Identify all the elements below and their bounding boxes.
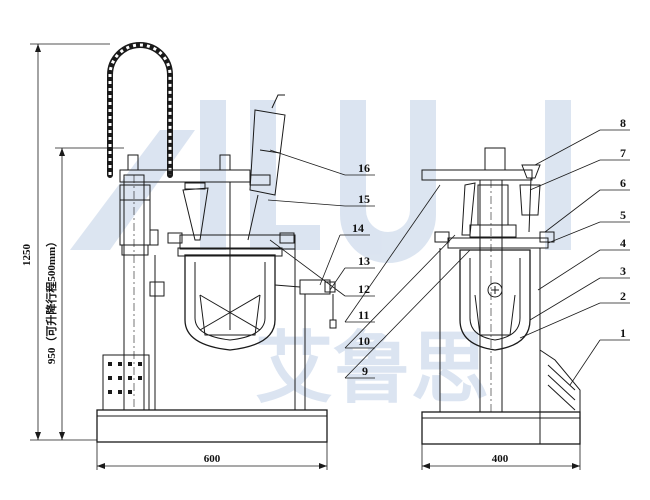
watermark <box>70 100 571 263</box>
cable-chain <box>107 42 173 178</box>
dimension-lines <box>30 43 581 470</box>
callout-16: 16 <box>358 161 370 175</box>
homogenizer-head <box>247 94 286 241</box>
callout-6: 6 <box>620 176 626 190</box>
callouts-left: 16 15 14 13 12 11 10 9 <box>352 161 370 378</box>
dim-lift-height: 950（可升降行程500mm） <box>44 236 58 364</box>
callout-3: 3 <box>620 264 626 278</box>
watermark-cjk: 艾鲁思 <box>255 324 489 414</box>
callout-1: 1 <box>620 326 626 340</box>
callout-14: 14 <box>352 221 364 235</box>
callout-13: 13 <box>358 254 370 268</box>
callout-11: 11 <box>358 308 369 322</box>
dim-side-width: 400 <box>492 453 509 465</box>
callout-9: 9 <box>362 364 368 378</box>
side-view <box>421 147 581 445</box>
callout-8: 8 <box>620 116 626 130</box>
callout-5: 5 <box>620 208 626 222</box>
callout-12: 12 <box>358 282 370 296</box>
callout-10: 10 <box>358 334 370 348</box>
callout-15: 15 <box>358 192 370 206</box>
dim-front-width: 600 <box>204 453 221 465</box>
callout-4: 4 <box>620 236 626 250</box>
leader-lines-left <box>267 149 471 379</box>
callout-7: 7 <box>620 146 626 160</box>
callouts-right: 8 7 6 5 4 3 2 1 <box>620 116 626 340</box>
leader-lines-right <box>519 129 630 386</box>
front-view <box>96 42 337 443</box>
dimension-arrows <box>35 44 580 469</box>
callout-2: 2 <box>620 289 626 303</box>
dim-total-height: 1250 <box>21 244 33 267</box>
